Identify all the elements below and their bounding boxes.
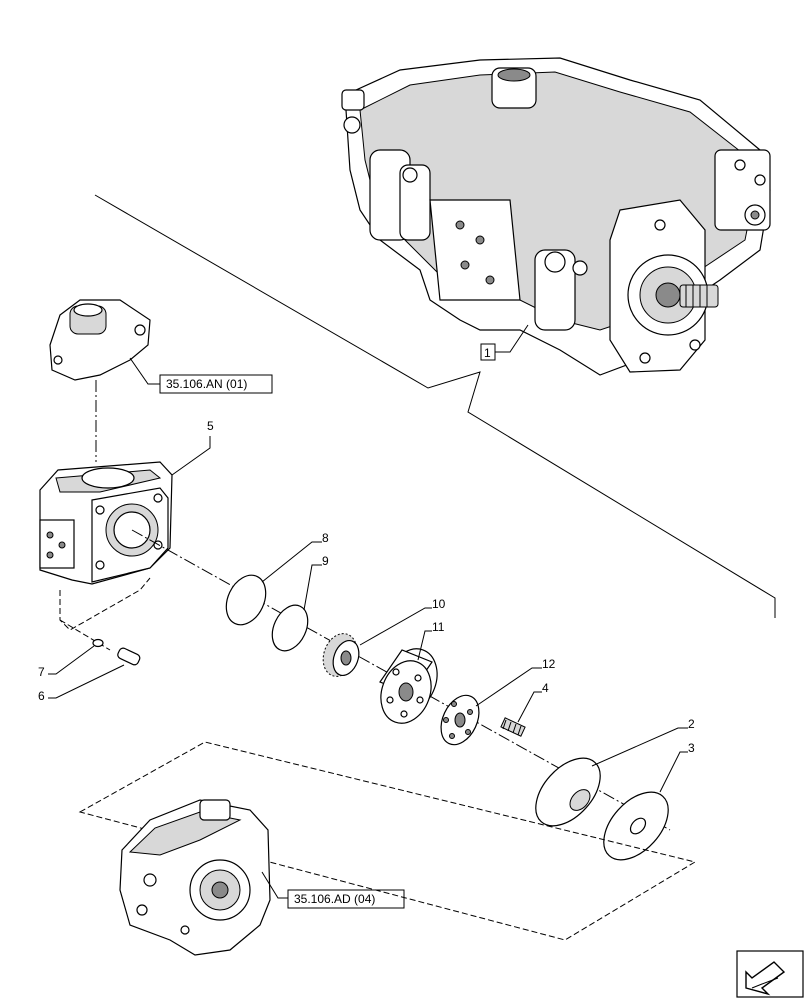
reference-label-bottom: 35.106.AD (04) xyxy=(294,892,375,906)
leader-8 xyxy=(261,541,322,583)
callout-10: 10 xyxy=(432,597,446,611)
callout-9: 9 xyxy=(322,554,329,568)
callout-6: 6 xyxy=(38,689,45,703)
dash-to-pins xyxy=(59,619,111,651)
leader-5 xyxy=(171,436,211,476)
leader-ref-top xyxy=(129,357,160,385)
leader-3 xyxy=(659,751,688,793)
leader-7 xyxy=(48,645,95,675)
leader-ref-bottom xyxy=(261,871,288,899)
callout-4: 4 xyxy=(542,681,549,695)
callout-7: 7 xyxy=(38,665,45,679)
part-7-pin xyxy=(92,638,104,648)
callout-8: 8 xyxy=(322,531,329,545)
part-2-disc xyxy=(535,757,601,827)
navigation-arrow-icon[interactable] xyxy=(736,950,804,998)
leader-6 xyxy=(48,664,125,699)
callout-12: 12 xyxy=(542,657,556,671)
part-3-disc xyxy=(603,791,669,861)
reference-part-top xyxy=(49,299,151,381)
section-boundary-line xyxy=(94,194,776,618)
part-6-pin xyxy=(117,647,141,666)
callout-1: 1 xyxy=(484,346,491,360)
part-9-o-ring xyxy=(271,604,309,652)
reference-part-bottom xyxy=(119,799,271,956)
leader-2 xyxy=(591,727,688,767)
dash-outline-bottom xyxy=(78,741,697,941)
part-5-housing xyxy=(39,461,173,585)
callout-3: 3 xyxy=(688,741,695,755)
leader-4 xyxy=(517,691,542,723)
leader-1 xyxy=(495,324,529,353)
main-pump-assembly xyxy=(341,57,771,376)
leader-9 xyxy=(303,564,322,611)
part-11-cylinder-block xyxy=(379,648,438,724)
reference-label-top: 35.106.AN (01) xyxy=(166,377,247,391)
part-4-spring xyxy=(500,717,526,737)
callout-5: 5 xyxy=(207,419,214,433)
part-8-o-ring xyxy=(225,574,267,626)
leader-11 xyxy=(417,630,432,661)
leader-12 xyxy=(475,667,542,707)
callout-11: 11 xyxy=(432,620,445,634)
part-10-gear xyxy=(322,633,360,677)
reference-box-bottom xyxy=(287,889,405,909)
callout-2: 2 xyxy=(688,717,695,731)
leader-10 xyxy=(359,607,432,646)
dash-outline-housing xyxy=(59,577,151,631)
part-12-valve-plate xyxy=(440,694,480,746)
